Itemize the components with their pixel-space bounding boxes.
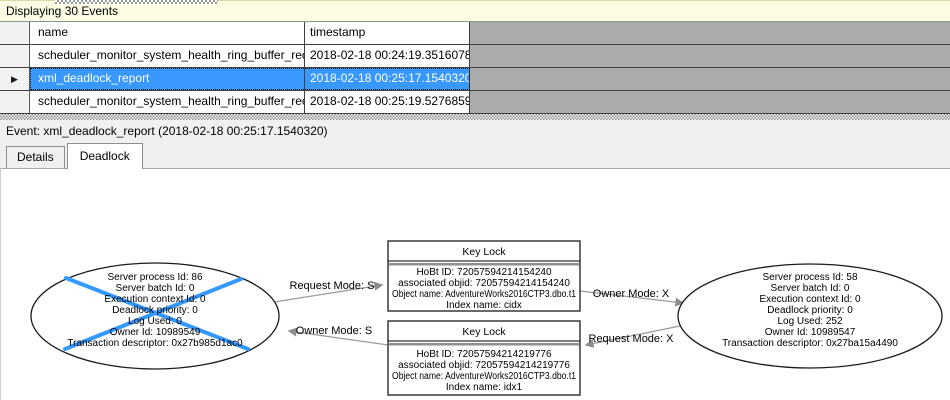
selected-event-header: Event: xml_deadlock_report (2018-02-18 0… [6, 124, 328, 138]
owner-line: Server batch Id: 0 [771, 283, 850, 294]
owner-line: Owner Id: 10989547 [765, 327, 856, 338]
detail-tabs: Details Deadlock [0, 142, 950, 169]
splitter-hatch-top[interactable] [55, 0, 218, 4]
table-row[interactable]: scheduler_monitor_system_health_ring_buf… [0, 91, 950, 114]
event-timestamp-cell[interactable]: 2018-02-18 00:25:19.5276859 [305, 91, 470, 113]
tab-deadlock[interactable]: Deadlock [66, 143, 143, 169]
owner-line: Server process Id: 58 [762, 272, 857, 283]
lock-line: Index name: idx1 [446, 382, 523, 393]
lock-node-top[interactable]: Key Lock HoBt ID: 72057594214154240 asso… [387, 240, 581, 312]
current-row-arrow-icon: ▶ [11, 73, 18, 84]
victim-line: Deadlock priority: 0 [112, 305, 198, 316]
grid-header-row: name timestamp [0, 22, 950, 45]
edge-owner-x: Owner Mode: X [579, 288, 685, 307]
event-name-cell[interactable]: xml_deadlock_report [30, 68, 305, 90]
row-selector[interactable]: ▶ [0, 68, 30, 90]
lock-line: HoBt ID: 72057594214219776 [416, 349, 552, 360]
lock-line: Index name: cidx [446, 300, 522, 311]
edge-label-owner-x: Owner Mode: X [593, 288, 670, 300]
lock-title: Key Lock [462, 246, 506, 258]
lock-line: HoBt ID: 72057594214154240 [416, 267, 552, 278]
edge-request-x: Request Mode: X [584, 325, 681, 348]
event-timestamp-cell[interactable]: 2018-02-18 00:25:17.1540320 [305, 68, 470, 90]
victim-line: Transaction descriptor: 0x27b985d1ac0 [67, 338, 243, 349]
edge-label-request-s: Request Mode: S [290, 280, 375, 292]
edge-request-s: Request Mode: S [273, 280, 384, 303]
row-selector[interactable] [0, 45, 30, 67]
deadlock-graph: Request Mode: S Owner Mode: S Owner Mode… [30, 240, 943, 396]
owner-line: Transaction descriptor: 0x27ba15a4490 [722, 338, 898, 349]
lock-title: Key Lock [462, 326, 506, 338]
lock-node-bottom[interactable]: Key Lock HoBt ID: 72057594214219776 asso… [387, 320, 581, 396]
event-name-cell[interactable]: scheduler_monitor_system_health_ring_buf… [30, 45, 305, 67]
owner-line: Log Used: 252 [777, 316, 842, 327]
victim-line: Server process Id: 86 [107, 272, 202, 283]
events-count-bar: Displaying 30 Events [0, 0, 950, 22]
horizontal-splitter[interactable] [0, 114, 950, 120]
events-grid: name timestamp scheduler_monitor_system_… [0, 22, 950, 114]
event-name-cell[interactable]: scheduler_monitor_system_health_ring_buf… [30, 91, 305, 113]
events-count-label: Displaying 30 Events [6, 4, 119, 18]
process-node-owner[interactable]: Server process Id: 58 Server batch Id: 0… [677, 263, 943, 369]
victim-line: Log Used: 0 [128, 316, 182, 327]
row-selector[interactable] [0, 91, 30, 113]
deadlock-graph-pane: Request Mode: S Owner Mode: S Owner Mode… [0, 168, 950, 400]
victim-line: Server batch Id: 0 [116, 283, 195, 294]
lock-line: associated objid: 72057594214219776 [398, 360, 570, 371]
edge-owner-s: Owner Mode: S [287, 325, 389, 346]
column-header-name[interactable]: name [30, 22, 305, 44]
lock-line: Object name: AdventureWorks2016CTP3.dbo.… [392, 371, 576, 382]
row-header-corner [0, 22, 30, 44]
event-detail-panel: Event: xml_deadlock_report (2018-02-18 0… [0, 120, 950, 400]
process-node-victim[interactable]: Server process Id: 86 Server batch Id: 0… [30, 262, 280, 370]
victim-line: Owner Id: 10989549 [110, 327, 201, 338]
table-row[interactable]: scheduler_monitor_system_health_ring_buf… [0, 45, 950, 68]
column-header-timestamp[interactable]: timestamp [305, 22, 470, 44]
tab-details[interactable]: Details [6, 146, 65, 168]
victim-line: Execution context Id: 0 [104, 294, 206, 305]
edge-label-request-x: Request Mode: X [589, 333, 675, 345]
table-row-selected[interactable]: ▶ xml_deadlock_report 2018-02-18 00:25:1… [0, 68, 950, 91]
lock-line: associated objid: 72057594214154240 [398, 278, 570, 289]
lock-line: Object name: AdventureWorks2016CTP3.dbo.… [392, 289, 576, 300]
owner-line: Deadlock priority: 0 [767, 305, 853, 316]
owner-line: Execution context Id: 0 [759, 294, 861, 305]
edge-label-owner-s: Owner Mode: S [296, 325, 372, 337]
event-timestamp-cell[interactable]: 2018-02-18 00:24:19.3516078 [305, 45, 470, 67]
